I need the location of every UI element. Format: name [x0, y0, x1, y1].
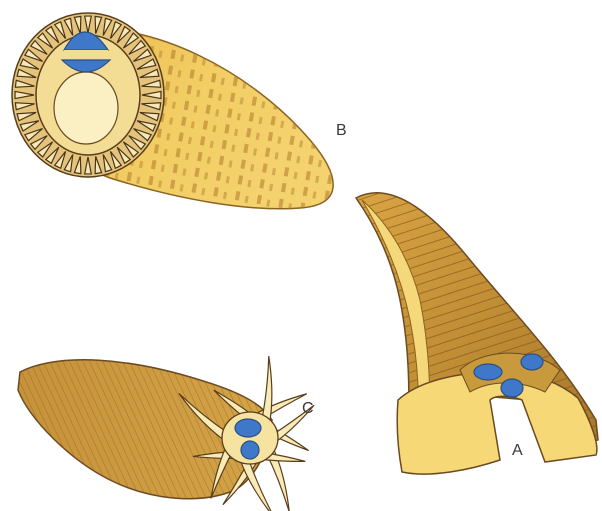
- specimen-b-cross-section: [12, 13, 164, 177]
- label-b: B: [336, 122, 347, 139]
- specimen-c: C: [18, 356, 314, 511]
- label-c: C: [302, 400, 314, 417]
- specimen-b: B: [12, 13, 347, 209]
- label-a: A: [512, 442, 523, 459]
- specimen-a: A: [356, 193, 598, 474]
